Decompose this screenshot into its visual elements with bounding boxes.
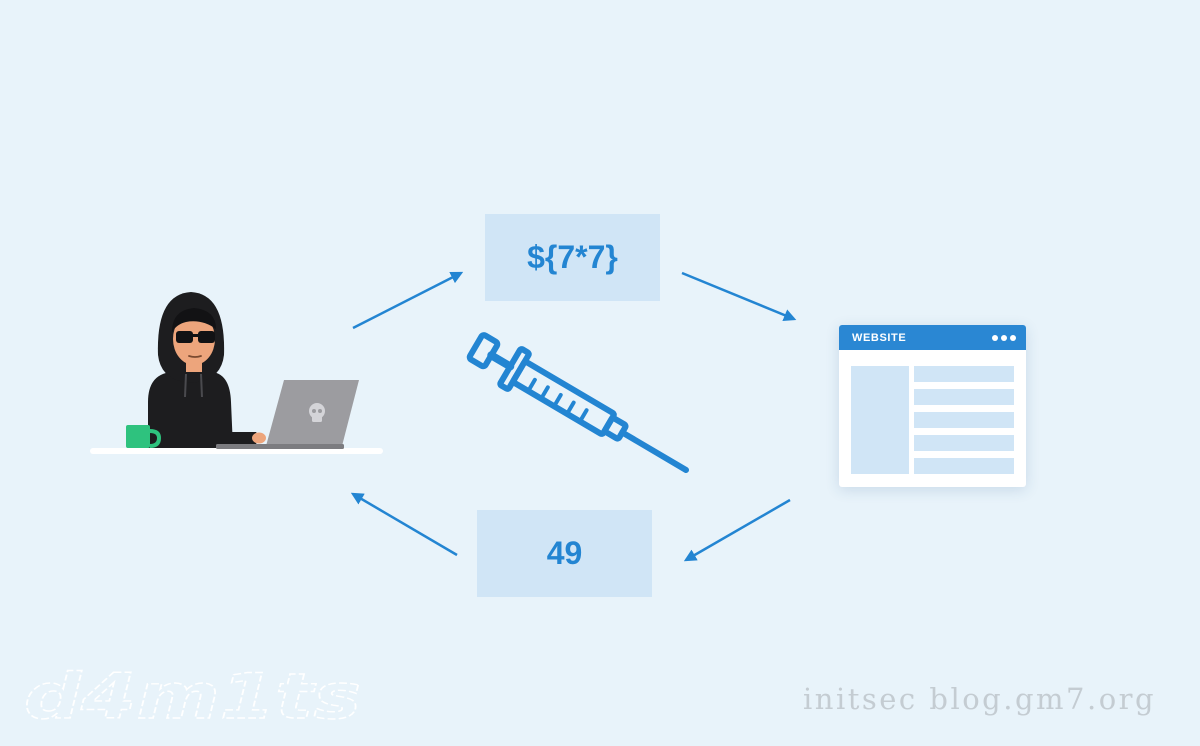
website-content-row [914, 366, 1014, 382]
payload-box: ${7*7} [485, 214, 660, 301]
website-content-row [914, 412, 1014, 428]
footer-watermark: initsec blog.gm7.org [803, 682, 1157, 716]
website-window: WEBSITE [839, 325, 1026, 487]
arrow-payload-to-website [681, 271, 797, 321]
result-text: 49 [546, 535, 583, 571]
website-content-row [914, 435, 1014, 451]
website-body [839, 350, 1026, 487]
result-box: 49 [477, 510, 652, 597]
website-content-row [914, 389, 1014, 405]
arrow-attacker-to-payload [352, 271, 464, 330]
website-titlebar: WEBSITE [839, 325, 1026, 350]
website-title: WEBSITE [852, 331, 907, 344]
arrow-website-to-result [683, 498, 791, 562]
more-dots-icon [992, 334, 1016, 341]
payload-text: ${7*7} [527, 239, 618, 275]
website-content-row [914, 458, 1014, 474]
arrow-result-to-attacker [350, 492, 458, 557]
website-sidebar-block [851, 366, 909, 474]
